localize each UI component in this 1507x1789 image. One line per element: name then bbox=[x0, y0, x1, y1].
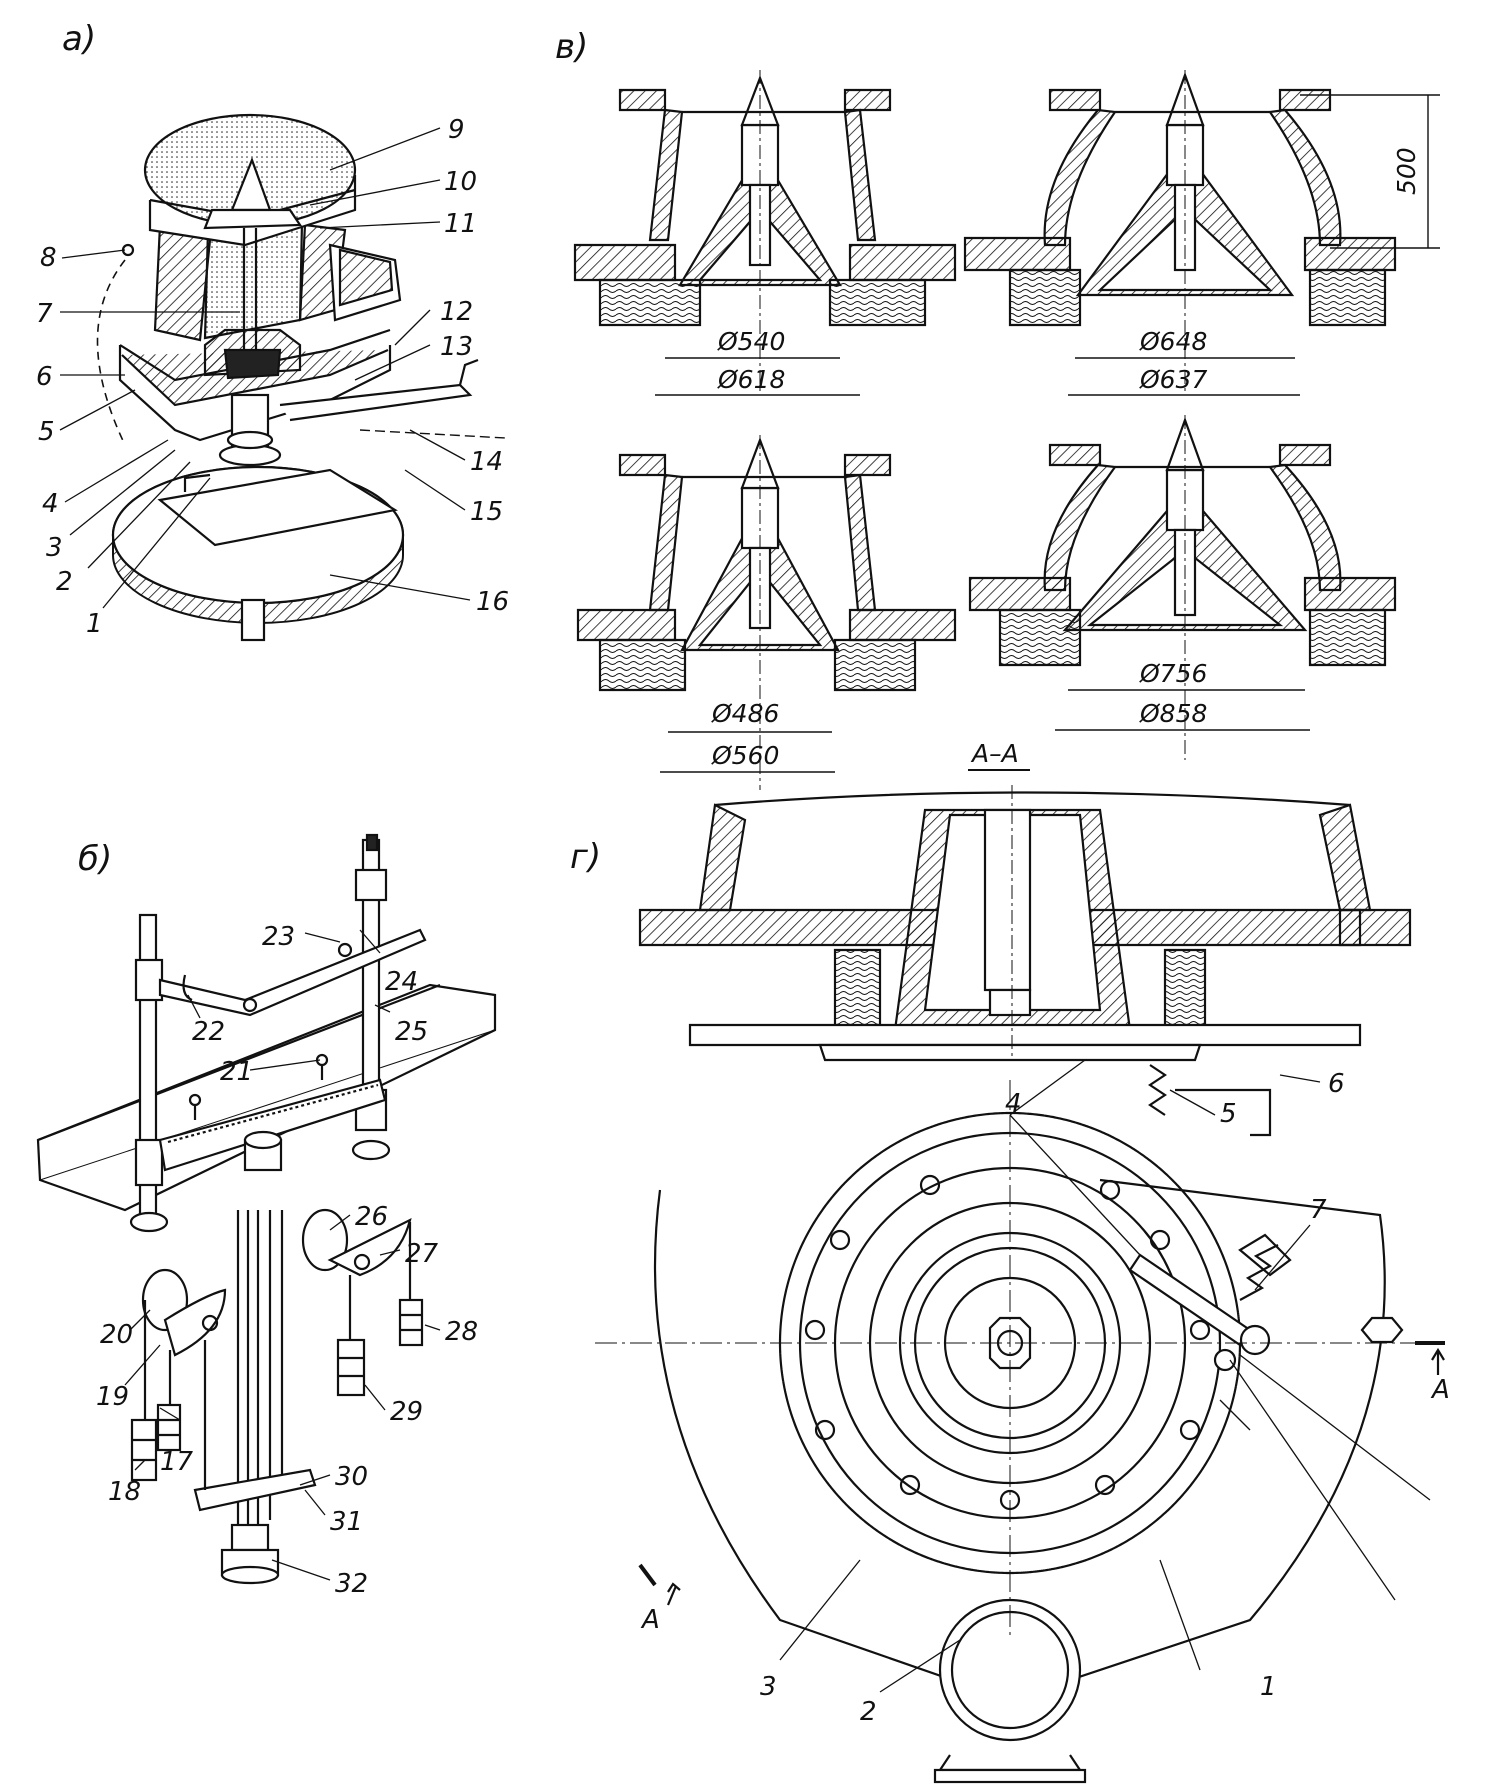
panel-label-b: б) bbox=[78, 839, 112, 879]
label-b-23: 23 bbox=[262, 922, 295, 952]
panel-b-leaders bbox=[124, 929, 441, 1581]
label-a-16: 16 bbox=[476, 587, 509, 617]
label-a-7: 7 bbox=[36, 299, 53, 329]
dim-756: Ø756 bbox=[1139, 659, 1207, 688]
label-g-2: 2 bbox=[860, 1697, 877, 1727]
cone-section-4 bbox=[968, 415, 1397, 760]
label-b-18: 18 bbox=[108, 1477, 141, 1507]
dim-540: Ø540 bbox=[717, 327, 785, 356]
label-a-9: 9 bbox=[448, 115, 465, 145]
label-a-5: 5 bbox=[38, 417, 55, 447]
label-a-10: 10 bbox=[444, 167, 477, 197]
panel-label-a: а) bbox=[62, 19, 96, 59]
label-b-32: 32 bbox=[335, 1569, 368, 1599]
label-b-24: 24 bbox=[385, 967, 418, 997]
label-b-26: 26 bbox=[355, 1202, 388, 1232]
panel-g-labels: 1 2 3 4 5 6 7 А А bbox=[640, 1069, 1450, 1727]
panel-v-drawing bbox=[573, 70, 1397, 790]
label-a-4: 4 bbox=[42, 489, 59, 519]
label-a-3: 3 bbox=[46, 533, 63, 563]
cone-section-3 bbox=[576, 435, 957, 790]
label-b-29: 29 bbox=[390, 1397, 423, 1427]
label-a-12: 12 bbox=[440, 297, 473, 327]
label-g-7: 7 bbox=[1310, 1195, 1327, 1225]
cone-section-2 bbox=[963, 70, 1397, 395]
section-mark-right: А bbox=[1430, 1375, 1450, 1405]
label-b-30: 30 bbox=[335, 1462, 368, 1492]
cone-section-1 bbox=[573, 70, 957, 395]
label-a-6: 6 bbox=[36, 362, 53, 392]
dim-500: 500 bbox=[1392, 147, 1421, 195]
panel-g-drawing bbox=[595, 785, 1445, 1784]
dim-618: Ø618 bbox=[717, 365, 785, 394]
label-g-1: 1 bbox=[1260, 1672, 1277, 1702]
label-b-19: 19 bbox=[96, 1382, 129, 1412]
panel-v-dimension-lines bbox=[655, 94, 1440, 773]
label-b-20: 20 bbox=[100, 1320, 133, 1350]
panel-v-dimensions: Ø540 Ø618 Ø648 Ø637 Ø486 Ø560 Ø756 Ø858 … bbox=[711, 147, 1421, 770]
dim-637: Ø637 bbox=[1139, 365, 1207, 394]
label-b-21: 21 bbox=[220, 1057, 253, 1087]
section-mark-left: А bbox=[640, 1605, 660, 1635]
label-g-4: 4 bbox=[1005, 1089, 1022, 1119]
panel-a-leaders bbox=[59, 127, 471, 609]
label-a-15: 15 bbox=[470, 497, 503, 527]
label-b-31: 31 bbox=[330, 1507, 363, 1537]
dim-858: Ø858 bbox=[1139, 699, 1207, 728]
section-title-a-a: А–А bbox=[970, 739, 1019, 768]
label-a-1: 1 bbox=[86, 609, 103, 639]
label-b-28: 28 bbox=[445, 1317, 478, 1347]
panel-a-drawing bbox=[96, 113, 506, 642]
panel-b-drawing bbox=[36, 833, 497, 1585]
panel-g-leaders bbox=[779, 1059, 1431, 1693]
panel-b-labels: 17 18 19 20 21 22 23 24 25 26 27 28 29 3… bbox=[96, 922, 478, 1599]
label-a-13: 13 bbox=[440, 332, 473, 362]
label-b-27: 27 bbox=[405, 1239, 439, 1269]
label-b-17: 17 bbox=[160, 1447, 194, 1477]
label-a-11: 11 bbox=[444, 209, 477, 239]
dim-648: Ø648 bbox=[1139, 327, 1207, 356]
label-b-22: 22 bbox=[192, 1017, 225, 1047]
label-a-8: 8 bbox=[40, 243, 57, 273]
label-g-5: 5 bbox=[1220, 1099, 1237, 1129]
label-g-6: 6 bbox=[1328, 1069, 1345, 1099]
panel-label-g: г) bbox=[570, 837, 601, 877]
panel-a-labels: 1 2 3 4 5 6 7 8 9 10 11 12 13 14 15 16 bbox=[36, 115, 509, 639]
label-g-3: 3 bbox=[760, 1672, 777, 1702]
dim-486: Ø486 bbox=[711, 699, 779, 728]
label-b-25: 25 bbox=[395, 1017, 428, 1047]
panel-label-v: в) bbox=[555, 27, 588, 67]
label-a-2: 2 bbox=[56, 567, 73, 597]
dim-560: Ø560 bbox=[711, 741, 779, 770]
label-a-14: 14 bbox=[470, 447, 503, 477]
